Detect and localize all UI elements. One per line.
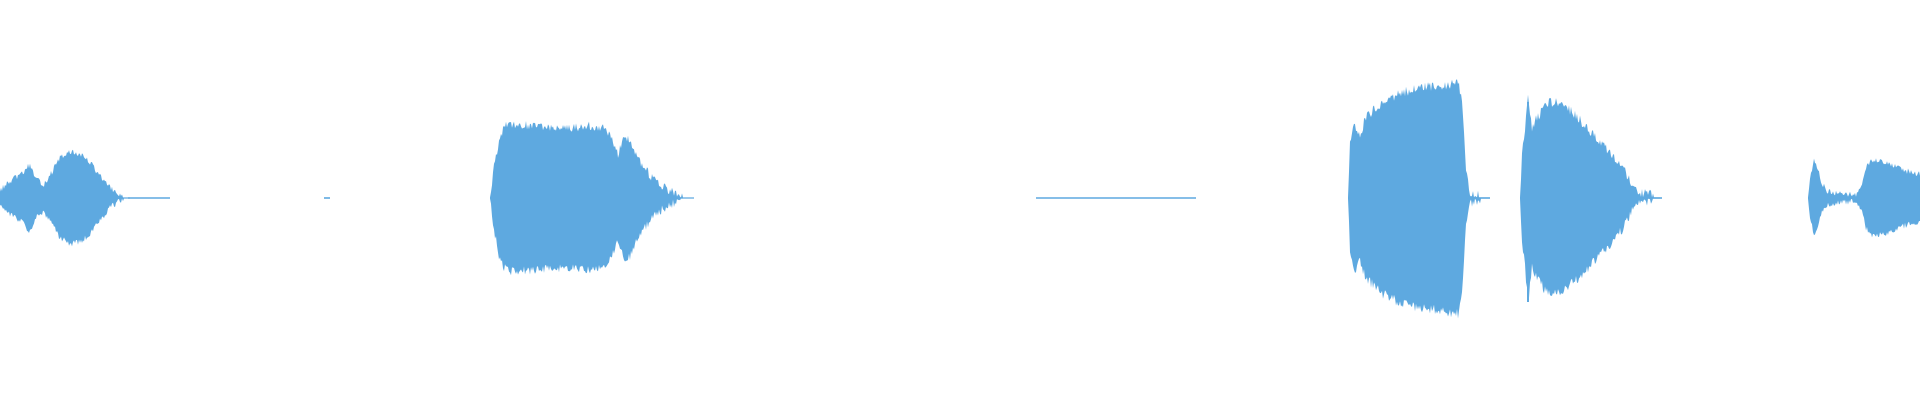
waveform-burst [0, 149, 130, 247]
waveform-burst [1348, 79, 1490, 319]
waveform-burst [490, 121, 694, 276]
waveform-burst [1520, 94, 1660, 300]
waveform-burst [1808, 158, 1920, 238]
